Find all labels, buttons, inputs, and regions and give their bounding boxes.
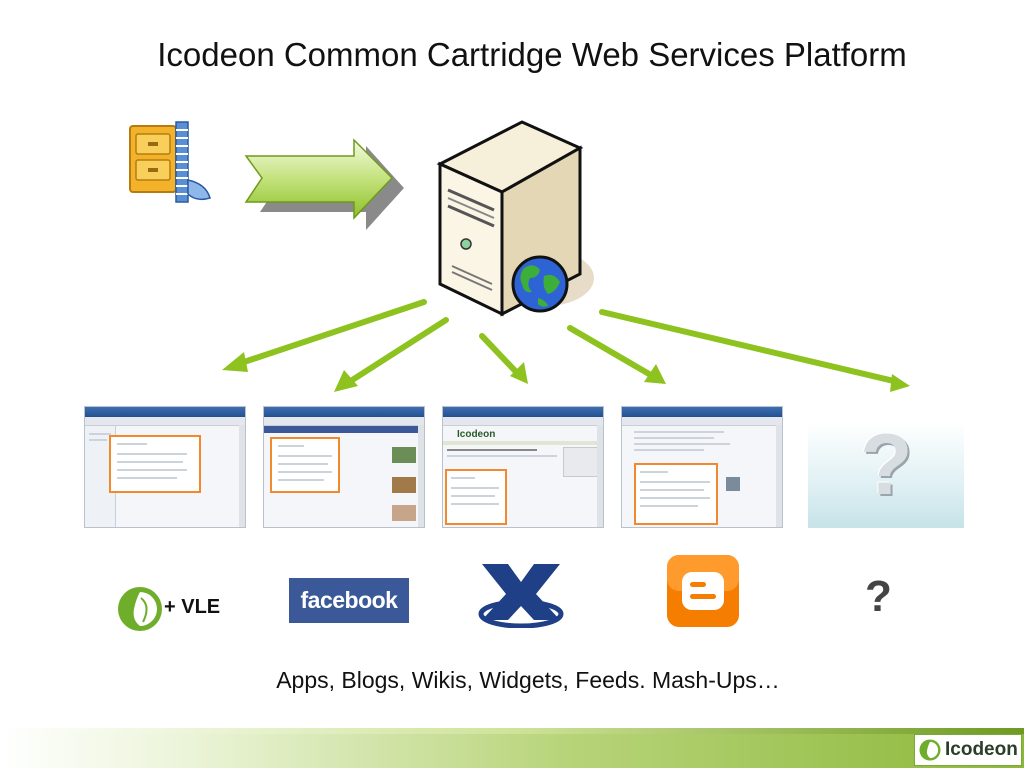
footer-bar (0, 728, 1024, 768)
page-title: Icodeon Common Cartridge Web Services Pl… (157, 36, 907, 73)
right-arrow-icon (244, 138, 404, 230)
distribution-arrows (222, 299, 910, 392)
web-server-globe-icon (436, 120, 594, 317)
blogger-screenshot (621, 406, 783, 528)
facebook-logo: facebook (289, 578, 409, 623)
icodeon-page-screenshot: Icodeon (442, 406, 604, 528)
caption-text: Apps, Blogs, Wikis, Widgets, Feeds. Mash… (276, 667, 780, 693)
blogger-logo-icon (667, 555, 739, 627)
icodeon-leaf-icon (118, 587, 162, 631)
vle-label: + VLE (164, 596, 221, 618)
facebook-screenshot (263, 406, 425, 528)
footer-stripe (0, 728, 1024, 734)
thumb-brand-text: Icodeon (457, 429, 496, 440)
arrow-to-unknown (599, 309, 901, 385)
arrow-to-blogger (567, 325, 659, 381)
arrow-to-vle (235, 299, 427, 367)
unknown-platform-label: ? (865, 572, 892, 621)
footer-logo-text: Icodeon (945, 739, 1018, 760)
unknown-platform-question: ? (860, 417, 913, 513)
vle-screenshot (84, 406, 246, 528)
compressed-archive-icon (129, 121, 211, 203)
footer-logo: Icodeon (914, 734, 1022, 766)
arrow-to-facebook (343, 317, 449, 387)
arrow-to-netvibes (479, 333, 523, 379)
icodeon-footer-leaf-icon (919, 739, 941, 761)
unknown-platform-box (808, 422, 964, 528)
netvibes-logo-icon (478, 564, 564, 628)
